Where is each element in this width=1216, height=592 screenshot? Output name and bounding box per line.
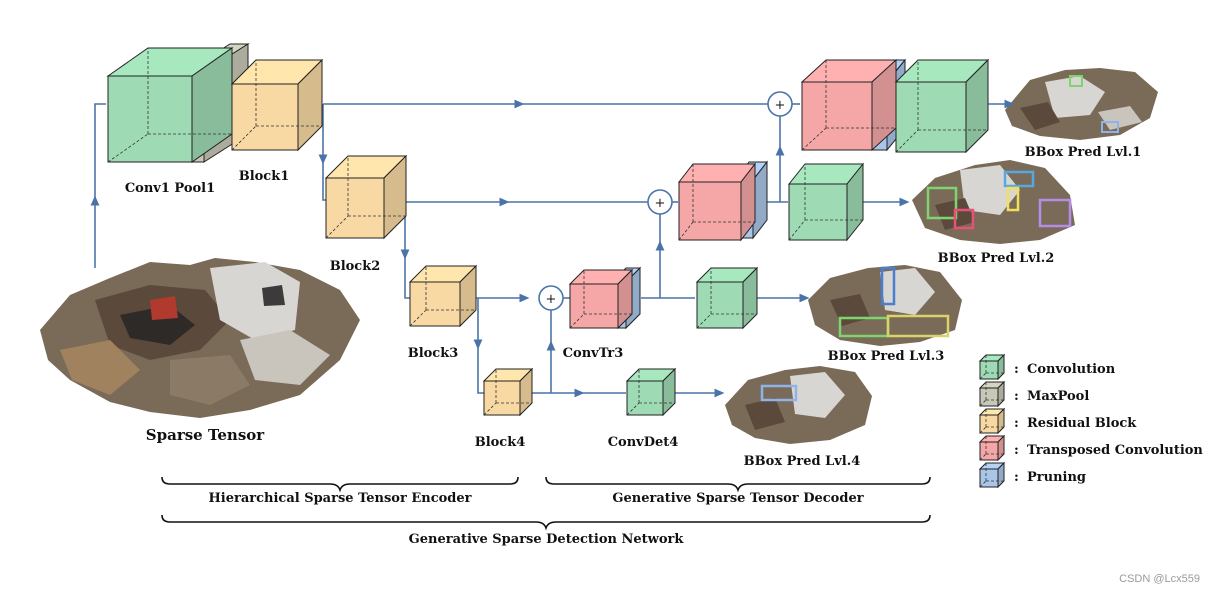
cube-front-face — [409, 281, 461, 327]
network-group-label: Generative Sparse Detection Network — [409, 532, 685, 547]
cube-hidden-edge — [696, 268, 757, 329]
legend-swatch-maxpool — [978, 380, 1006, 408]
block3-label: Block3 — [408, 346, 459, 361]
cube-front-face — [979, 387, 999, 407]
sum-node-low: + — [538, 285, 564, 311]
block1-label: Block1 — [239, 169, 290, 184]
conv-cube-lvl3 — [695, 266, 759, 330]
cube-hidden-edge — [678, 164, 755, 241]
conv-cube-conv1 — [106, 47, 234, 163]
network-brace — [161, 514, 931, 531]
bbox-lvl1-label: BBox Pred Lvl.1 — [1025, 145, 1142, 160]
cube-hidden-edge — [231, 60, 322, 151]
cube-hidden-edge — [979, 409, 1004, 434]
cube-front-face — [979, 360, 999, 380]
cube-front-face — [107, 75, 193, 163]
encoder-brace — [161, 476, 519, 493]
residual-cube-block3 — [408, 264, 478, 328]
transposed-conv-cube-lvl1 — [800, 58, 898, 152]
transposed-conv-cube-lvl2 — [677, 162, 757, 242]
bbox-scene-lvl4 — [725, 366, 872, 444]
conv1-pool1-label: Conv1 Pool1 — [125, 181, 215, 196]
conv-cube-lvl2 — [787, 162, 865, 242]
sparse-tensor-label: Sparse Tensor — [146, 426, 265, 444]
cube-hidden-edge — [409, 266, 476, 327]
cube-front-face — [696, 281, 744, 329]
bbox-scene-lvl2 — [912, 160, 1075, 244]
legend-swatch-residual_block — [978, 407, 1006, 435]
bbox-scene-lvl3 — [808, 265, 962, 346]
encoder-group-label: Hierarchical Sparse Tensor Encoder — [208, 491, 471, 506]
cube-hidden-edge — [979, 355, 1004, 380]
legend-label-residual_block: Residual Block — [1027, 416, 1137, 431]
cube-hidden-edge — [979, 463, 1004, 488]
legend-label-transposed_convolution: Transposed Convolution — [1027, 443, 1203, 458]
legend-colon: : — [1014, 389, 1019, 404]
cube-hidden-edge — [801, 60, 896, 151]
sparse-tensor-scene — [40, 258, 360, 418]
cube-hidden-edge — [979, 382, 1004, 407]
watermark: CSDN @Lcx559 — [1119, 573, 1200, 585]
cube-hidden-edge — [895, 60, 988, 153]
cube-front-face — [678, 181, 742, 241]
sum-node-top: + — [767, 91, 793, 117]
residual-cube-block2 — [324, 154, 408, 240]
cube-front-face — [895, 81, 967, 153]
decoder-group-label: Generative Sparse Tensor Decoder — [612, 491, 863, 506]
convtr3-label: ConvTr3 — [563, 346, 624, 361]
legend-colon: : — [1014, 416, 1019, 431]
sum-node-mid: + — [647, 189, 673, 215]
legend-colon: : — [1014, 443, 1019, 458]
cube-front-face — [788, 183, 848, 241]
conv-cube-convdet4 — [625, 367, 677, 417]
convdet4-label: ConvDet4 — [608, 435, 679, 450]
legend-label-maxpool: MaxPool — [1027, 389, 1089, 404]
decoder-brace — [545, 476, 931, 493]
layer-cubes — [106, 43, 990, 417]
legend-colon: : — [1014, 362, 1019, 377]
svg-text:+: + — [655, 196, 666, 211]
cube-front-face — [979, 441, 999, 461]
cube-hidden-edge — [483, 369, 532, 416]
legend-colon: : — [1014, 470, 1019, 485]
cube-hidden-edge — [788, 164, 863, 241]
cube-front-face — [231, 83, 299, 151]
cube-hidden-edge — [325, 156, 406, 239]
block2-label: Block2 — [330, 259, 381, 274]
cube-front-face — [979, 414, 999, 434]
legend-swatch-transposed_convolution — [978, 434, 1006, 462]
bbox-scene-lvl1 — [1005, 68, 1158, 140]
cube-hidden-edge — [979, 436, 1004, 461]
cube-front-face — [801, 81, 873, 151]
bbox-lvl4-label: BBox Pred Lvl.4 — [744, 454, 861, 469]
legend: : Convolution: MaxPool: Residual Block: Tran… — [978, 353, 1203, 489]
cube-hidden-edge — [569, 270, 632, 329]
conv-cube-lvl1 — [894, 58, 990, 154]
cube-front-face — [979, 468, 999, 488]
bbox-lvl2-label: BBox Pred Lvl.2 — [938, 251, 1055, 266]
legend-label-convolution: Convolution — [1027, 362, 1116, 377]
cube-hidden-edge — [626, 369, 675, 416]
residual-cube-block4 — [482, 367, 534, 417]
legend-label-pruning: Pruning — [1027, 470, 1086, 485]
legend-swatch-convolution — [978, 353, 1006, 381]
svg-text:+: + — [546, 292, 557, 307]
svg-text:+: + — [775, 98, 786, 113]
residual-cube-block1 — [230, 58, 324, 152]
cube-hidden-edge — [107, 48, 232, 163]
block4-label: Block4 — [475, 435, 526, 450]
transposed-conv-cube-convtr3 — [568, 268, 634, 330]
cube-front-face — [569, 283, 619, 329]
bbox-lvl3-label: BBox Pred Lvl.3 — [828, 349, 945, 364]
legend-swatch-pruning — [978, 461, 1006, 489]
